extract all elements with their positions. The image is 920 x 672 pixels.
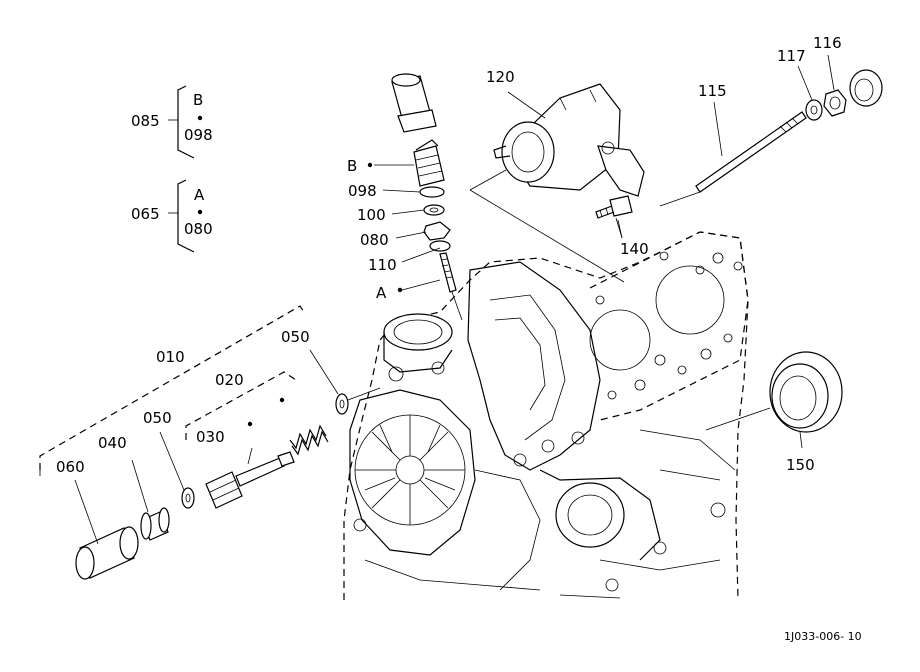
label-117: 117 (777, 47, 806, 65)
valve-body-b (413, 139, 445, 187)
bracket-020 (185, 371, 297, 440)
oring-098 (419, 186, 445, 198)
label-050-right: 050 (281, 328, 310, 346)
label-ref-b-legend: B (193, 91, 203, 109)
label-050-left: 050 (143, 409, 172, 427)
label-080-legend: 080 (184, 220, 213, 238)
label-116: 116 (813, 34, 842, 52)
valve-030 (205, 451, 295, 509)
drawing-code: 1J033-006- 10 (784, 630, 862, 643)
oil-seal-150 (705, 351, 843, 433)
label-ref-b: B (347, 157, 357, 175)
label-140: 140 (620, 240, 649, 258)
washer-100 (423, 204, 445, 216)
label-080: 080 (360, 231, 389, 249)
bracket-065 (177, 179, 195, 253)
label-110: 110 (368, 256, 397, 274)
bracket-010 (39, 305, 305, 476)
pressure-sensor-120 (469, 83, 645, 283)
bolt-140 (595, 195, 633, 239)
washer-080b (429, 240, 451, 252)
leader-lines (74, 54, 835, 545)
label-098: 098 (348, 182, 377, 200)
valve-cap-085 (391, 73, 437, 133)
washer-117 (805, 99, 823, 121)
label-010: 010 (156, 348, 185, 366)
label-100: 100 (357, 206, 386, 224)
bracket-085 (177, 85, 195, 159)
label-030: 030 (196, 428, 225, 446)
washer-050b (335, 387, 381, 415)
label-ref-a-legend: A (194, 186, 205, 204)
stud-110 (439, 252, 463, 321)
spring-020 (289, 424, 329, 456)
reference-dots (197, 115, 403, 427)
engine-block (343, 231, 749, 601)
label-060: 060 (56, 458, 85, 476)
label-115: 115 (698, 82, 727, 100)
stud-rod-115 (659, 111, 807, 207)
washer-050a (181, 487, 195, 509)
nut-116 (823, 89, 847, 117)
callout-labels: 085 B 098 065 A 080 B 098 100 080 110 A … (56, 34, 842, 476)
label-040: 040 (98, 434, 127, 452)
cap-040 (140, 507, 170, 541)
head-gasket (589, 231, 749, 421)
label-098-legend: 098 (184, 126, 213, 144)
cap-seal (849, 69, 883, 107)
relief-valve-plug-060 (75, 526, 139, 580)
nut-080 (423, 221, 451, 241)
label-120: 120 (486, 68, 515, 86)
label-065: 065 (131, 205, 160, 223)
label-085: 085 (131, 112, 160, 130)
label-150: 150 (786, 456, 815, 474)
label-ref-a: A (376, 284, 387, 302)
label-020: 020 (215, 371, 244, 389)
